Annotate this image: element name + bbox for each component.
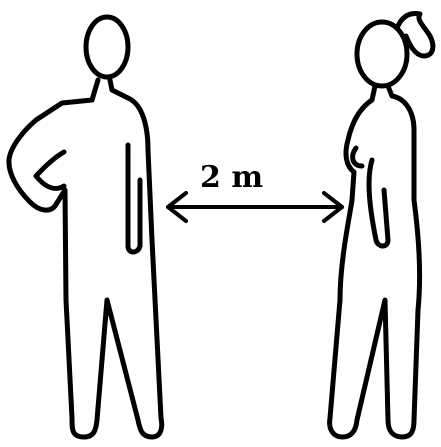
distance-label: 2 m <box>200 160 263 195</box>
